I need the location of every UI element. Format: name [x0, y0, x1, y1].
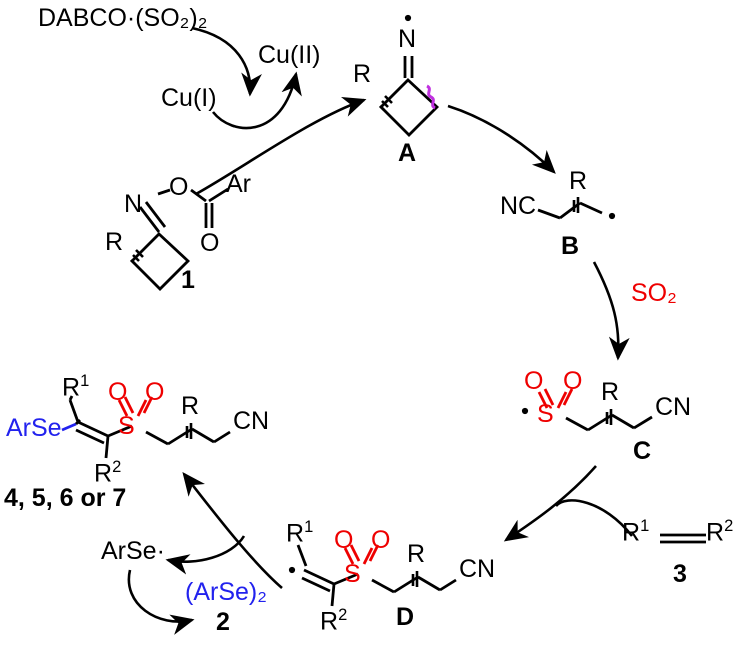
arrow-diselenide-to-arse-radical [165, 535, 246, 575]
structure-D-r-group: R [407, 540, 426, 568]
product-nitrile: CN [233, 407, 270, 435]
product-arylselenyl-group: ArSe [6, 414, 62, 442]
structure-1-aryl: Ar [226, 170, 251, 198]
structure-B-r-group: R [569, 167, 588, 195]
structure-C-oxygen-right: O [563, 367, 583, 395]
reagent-copper-one: Cu(I) [161, 84, 217, 112]
reagent-so2: SO₂ [631, 279, 677, 307]
product-oxygen-right: O [145, 378, 165, 406]
structure-1-nitrogen: N [124, 190, 143, 218]
arrow-alkyne-into-cycle [555, 499, 634, 537]
arrow-compound1-to-A [195, 96, 367, 196]
structure-1-label: 1 [181, 266, 195, 294]
compound-2-label: 2 [216, 608, 230, 636]
arrow-dabco-to-cuI [191, 26, 262, 97]
reagent-dabco-so2: DABCO·(SO₂)₂ [38, 4, 208, 32]
structure-3-r2-group: R2 [706, 517, 734, 547]
structure-D-label: D [396, 603, 415, 631]
product-label: 4, 5, 6 or 7 [4, 484, 127, 512]
arrow-B-to-C [592, 261, 630, 361]
structure-1-drawing [130, 187, 229, 291]
product-drawing [61, 395, 231, 459]
structure-D-drawing [288, 544, 457, 607]
structure-C-label: C [633, 437, 652, 465]
structure-B-nitrile: NC [500, 192, 537, 220]
structure-1-r-group: R [105, 228, 124, 256]
product-r-group: R [181, 392, 200, 420]
structure-B-label: B [561, 232, 580, 260]
structure-A-label: A [398, 139, 417, 167]
arse-radical-label: ArSe· [101, 537, 165, 565]
structure-D-nitrile: CN [459, 555, 496, 583]
product-r1-group: R1 [62, 372, 90, 402]
diselenide-label: (ArSe)₂ [185, 578, 267, 606]
structure-A-nitrogen: N [398, 25, 417, 53]
arrow-A-to-B [447, 104, 556, 174]
structure-A-drawing [379, 14, 440, 137]
product-r2-group: R2 [94, 458, 122, 488]
structure-C-nitrile: CN [655, 393, 692, 421]
structure-1-oxime-oxygen: O [169, 173, 189, 201]
cleavage-squiggle-magenta [426, 84, 436, 110]
structure-D-sulfur: S [344, 560, 361, 588]
structure-3-r1-group: R1 [622, 517, 650, 547]
product-sulfur: S [118, 412, 135, 440]
arrow-D-to-product [182, 471, 283, 589]
structure-B-drawing [537, 197, 616, 220]
product-oxygen-left: O [108, 378, 128, 406]
structure-1-carbonyl-oxygen: O [200, 229, 220, 257]
structure-C-oxygen-left: O [524, 367, 544, 395]
structure-3-drawing [660, 533, 706, 544]
structure-D-r2-group: R2 [320, 606, 348, 636]
structure-D-r1-group: R1 [286, 518, 314, 548]
structure-D-oxygen-right: O [371, 526, 391, 554]
structure-C-drawing [521, 388, 653, 432]
reagent-copper-two: Cu(II) [258, 41, 321, 69]
arrow-C-to-D [503, 465, 597, 542]
structure-C-sulfur: S [537, 400, 554, 428]
structure-D-oxygen-left: O [334, 526, 354, 554]
structure-3-label: 3 [673, 560, 687, 588]
arrow-cuI-to-cuII [211, 71, 302, 130]
arrow-arse-radical-to-diselenide [127, 569, 195, 635]
structure-A-r-group: R [353, 60, 372, 88]
structure-C-r-group: R [601, 378, 620, 406]
